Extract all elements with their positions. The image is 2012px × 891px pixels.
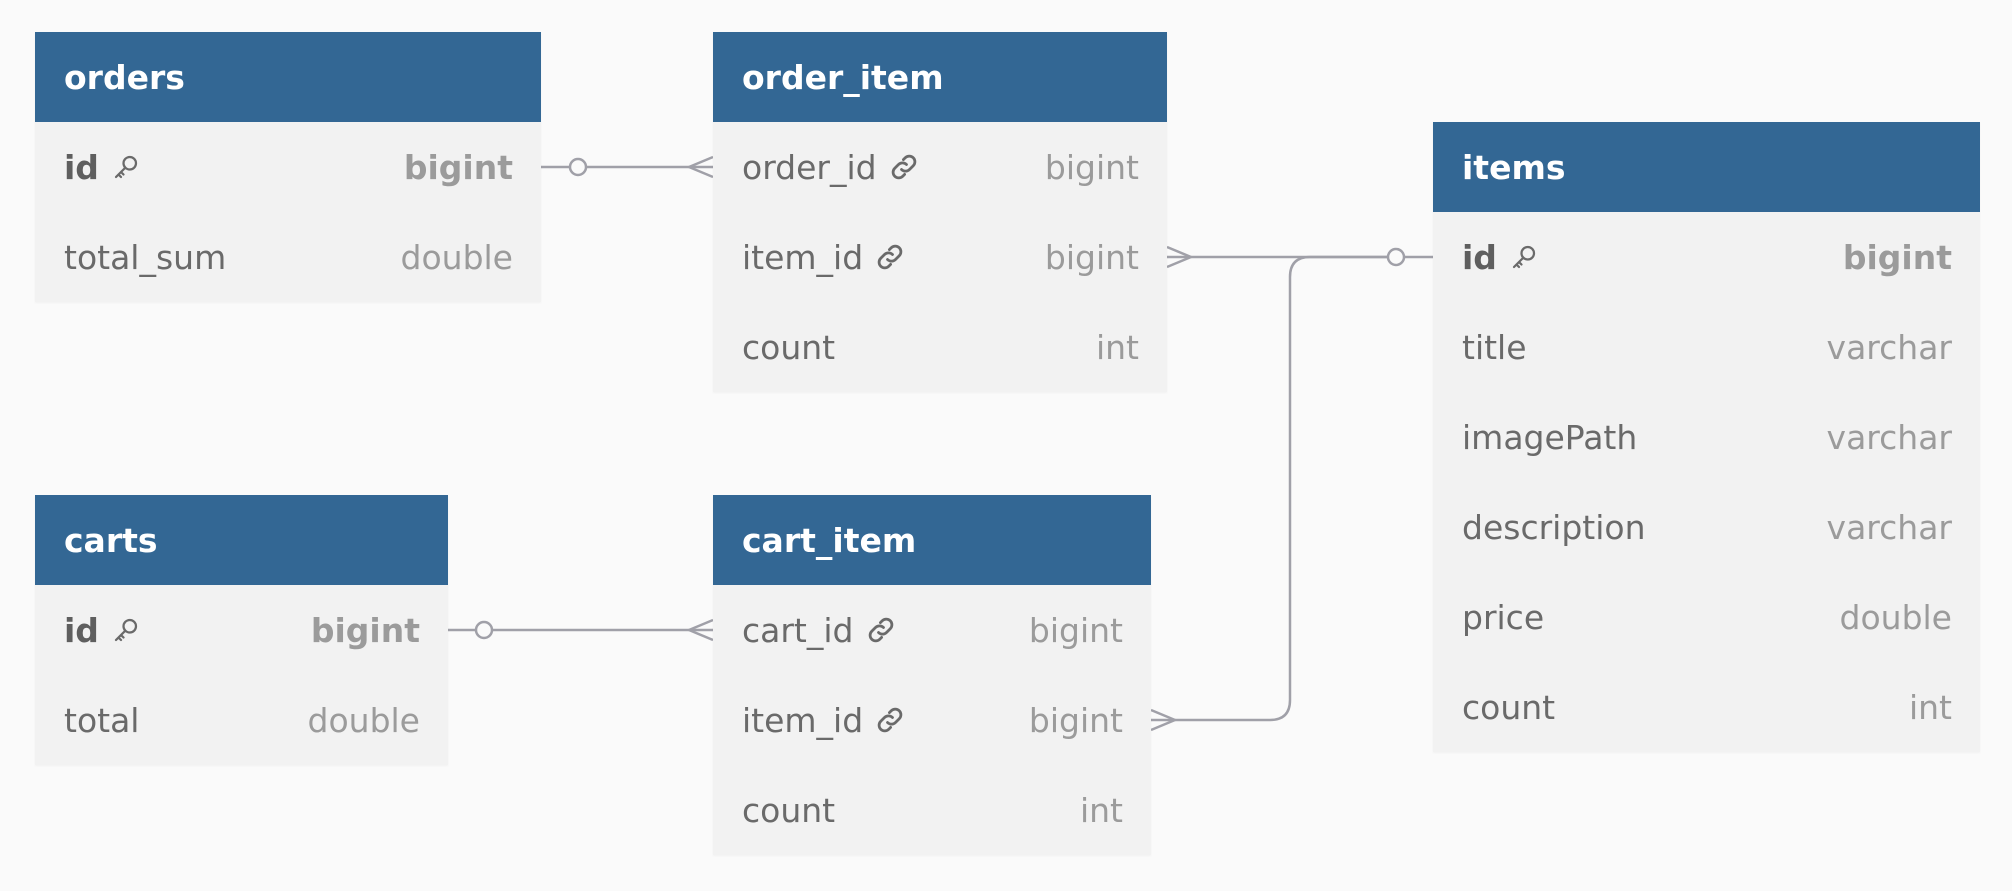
column-type: double — [307, 700, 420, 740]
key-icon — [1509, 242, 1539, 272]
column-type: varchar — [1826, 417, 1952, 457]
column-type: bigint — [1044, 147, 1139, 187]
table-order-item[interactable]: order_item order_id bigint item_id bigin… — [713, 32, 1167, 392]
column-row-carts-id[interactable]: id bigint — [35, 585, 448, 675]
table-title: cart_item — [742, 520, 917, 560]
column-name: item_id — [742, 700, 864, 740]
column-row-carts-total[interactable]: total double — [35, 675, 448, 765]
column-name: price — [1462, 597, 1545, 637]
column-type: varchar — [1826, 507, 1952, 547]
table-title: order_item — [742, 57, 944, 97]
table-title: items — [1462, 147, 1566, 187]
edge-carts-cart-item[interactable] — [448, 618, 714, 642]
column-name: total — [64, 700, 140, 740]
link-icon — [866, 615, 896, 645]
column-type: int — [1908, 687, 1952, 727]
key-icon — [111, 152, 141, 182]
column-row-items-imagepath[interactable]: imagePath varchar — [1433, 392, 1980, 482]
table-cart-item[interactable]: cart_item cart_id bigint item_id bigint … — [713, 495, 1151, 855]
table-carts[interactable]: carts id bigint total double — [35, 495, 448, 765]
column-row-cart-item-cart-id[interactable]: cart_id bigint — [713, 585, 1151, 675]
column-type: double — [400, 237, 513, 277]
link-icon — [889, 152, 919, 182]
column-type: bigint — [1044, 237, 1139, 277]
column-name: imagePath — [1462, 417, 1638, 457]
table-title: orders — [64, 57, 185, 97]
column-row-orders-id[interactable]: id bigint — [35, 122, 541, 212]
column-row-items-title[interactable]: title varchar — [1433, 302, 1980, 392]
table-items[interactable]: items id bigint title varchar imagePath … — [1433, 122, 1980, 752]
edge-items-order-item[interactable] — [1166, 245, 1433, 269]
column-name: count — [742, 790, 836, 830]
column-row-items-description[interactable]: description varchar — [1433, 482, 1980, 572]
column-type: bigint — [1028, 700, 1123, 740]
table-header-carts[interactable]: carts — [35, 495, 448, 585]
link-icon — [875, 705, 905, 735]
column-type: int — [1079, 790, 1123, 830]
column-type: bigint — [403, 147, 513, 187]
column-name: count — [1462, 687, 1556, 727]
column-type: double — [1839, 597, 1952, 637]
column-name: id — [64, 147, 99, 187]
column-row-items-id[interactable]: id bigint — [1433, 212, 1980, 302]
link-icon — [875, 242, 905, 272]
column-row-items-price[interactable]: price double — [1433, 572, 1980, 662]
table-header-cart-item[interactable]: cart_item — [713, 495, 1151, 585]
column-name: order_id — [742, 147, 877, 187]
table-header-order-item[interactable]: order_item — [713, 32, 1167, 122]
column-name: total_sum — [64, 237, 227, 277]
edge-orders-order-item[interactable] — [541, 155, 714, 179]
column-type: bigint — [1842, 237, 1952, 277]
column-name: id — [1462, 237, 1497, 277]
column-name: id — [64, 610, 99, 650]
column-name: title — [1462, 327, 1527, 367]
column-type: bigint — [1028, 610, 1123, 650]
column-type: bigint — [310, 610, 420, 650]
column-row-order-item-item-id[interactable]: item_id bigint — [713, 212, 1167, 302]
column-row-cart-item-count[interactable]: count int — [713, 765, 1151, 855]
column-row-cart-item-item-id[interactable]: item_id bigint — [713, 675, 1151, 765]
column-row-orders-total-sum[interactable]: total_sum double — [35, 212, 541, 302]
column-row-items-count[interactable]: count int — [1433, 662, 1980, 752]
table-header-items[interactable]: items — [1433, 122, 1980, 212]
table-orders[interactable]: orders id bigint total_sum double — [35, 32, 541, 302]
column-row-order-item-count[interactable]: count int — [713, 302, 1167, 392]
column-name: cart_id — [742, 610, 854, 650]
column-name: item_id — [742, 237, 864, 277]
column-name: count — [742, 327, 836, 367]
table-header-orders[interactable]: orders — [35, 32, 541, 122]
key-icon — [111, 615, 141, 645]
column-row-order-item-order-id[interactable]: order_id bigint — [713, 122, 1167, 212]
column-type: int — [1095, 327, 1139, 367]
column-name: description — [1462, 507, 1646, 547]
table-title: carts — [64, 520, 158, 560]
column-type: varchar — [1826, 327, 1952, 367]
edge-items-cart-item[interactable] — [1150, 255, 1388, 732]
